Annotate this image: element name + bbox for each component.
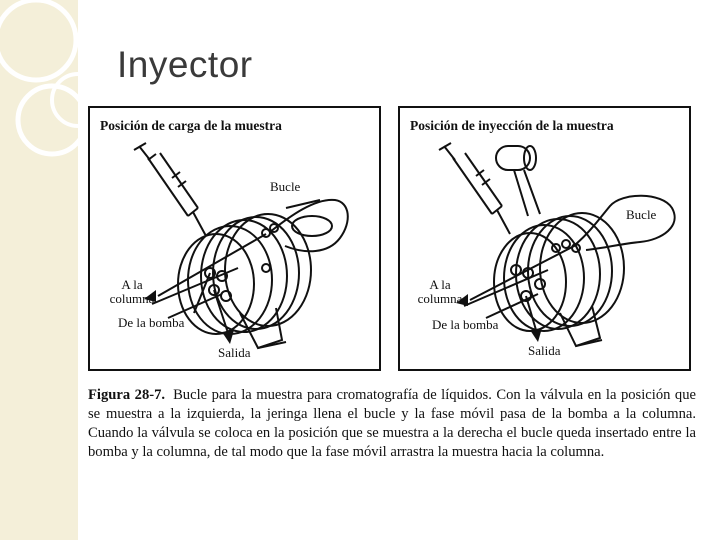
syringe-icon xyxy=(133,142,207,237)
valve-body-icon xyxy=(493,212,625,332)
panel-inject-position: Posición de inyección de la muestra Bucl… xyxy=(398,106,691,371)
valve-stand xyxy=(559,305,603,348)
panel-load-position: Posición de carga de la muestra Bucle A … xyxy=(88,106,381,371)
figure-caption-text: Bucle para la muestra para cromatografía… xyxy=(88,387,696,460)
syringe-icon xyxy=(438,142,511,235)
panel-title-inject: Posición de inyección de la muestra xyxy=(410,118,614,133)
sample-loop-icon xyxy=(269,198,349,253)
flow-lines xyxy=(463,243,579,331)
figure-caption-label: Figura 28-7. xyxy=(88,387,166,403)
label-to-column-2: columna xyxy=(417,291,463,306)
decorative-circles xyxy=(0,0,78,157)
label-loop: Bucle xyxy=(626,207,657,222)
label-to-column-1: A la xyxy=(121,277,143,292)
valve-inject-drawing xyxy=(438,142,676,348)
arrow-to-column xyxy=(456,294,468,306)
label-from-pump: De la bomba xyxy=(432,317,499,332)
arrow-outlet xyxy=(222,330,234,344)
label-outlet: Salida xyxy=(528,343,561,358)
arrow-to-column xyxy=(144,290,156,302)
slide-title: Inyector xyxy=(117,44,253,85)
label-outlet: Salida xyxy=(218,345,251,360)
panel-title-load: Posición de carga de la muestra xyxy=(100,118,282,133)
valve-load-drawing xyxy=(133,142,349,350)
valve-handle-icon xyxy=(495,145,541,217)
figure: Posición de carga de la muestra Bucle A … xyxy=(80,104,702,540)
label-from-pump: De la bomba xyxy=(118,315,185,330)
label-loop: Bucle xyxy=(270,179,301,194)
sample-loop-icon xyxy=(575,194,676,251)
label-to-column-1: A la xyxy=(429,277,451,292)
label-to-column-2: columna xyxy=(109,291,155,306)
decorative-side-band xyxy=(0,0,78,540)
arrow-outlet xyxy=(530,328,542,342)
figure-caption: Figura 28-7.Bucle para la muestra para c… xyxy=(88,386,696,462)
flow-lines xyxy=(151,233,267,334)
